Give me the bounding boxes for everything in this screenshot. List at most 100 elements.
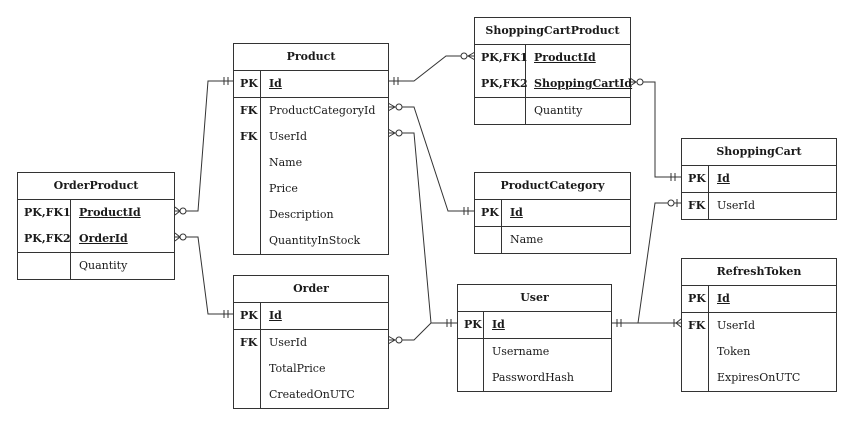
fields-section: Quantity bbox=[475, 98, 630, 124]
field-name: UserId bbox=[269, 130, 308, 143]
attribute-row[interactable]: FK UserId bbox=[234, 330, 388, 356]
rel-user-refreshtoken bbox=[611, 318, 682, 328]
attribute-row[interactable]: PK,FK1 ProductId bbox=[18, 200, 174, 226]
field-name: Quantity bbox=[79, 259, 128, 272]
field-name: Id bbox=[492, 318, 505, 331]
rel-productcategory-product bbox=[387, 102, 474, 215]
attribute-row[interactable]: Username bbox=[458, 339, 611, 365]
key-label bbox=[234, 228, 261, 254]
attribute-row[interactable]: Name bbox=[234, 150, 388, 176]
fields-section: Username PasswordHash bbox=[458, 339, 611, 391]
attribute-row[interactable]: PK,FK1 ProductId bbox=[475, 45, 630, 71]
field-name: ProductId bbox=[534, 51, 596, 64]
key-label: FK bbox=[234, 330, 261, 356]
attribute-row[interactable]: Quantity bbox=[18, 253, 174, 279]
fields-section: FK UserId Token ExpiresOnUTC bbox=[682, 313, 836, 391]
rel-order-orderproduct bbox=[174, 232, 234, 318]
key-label: PK,FK2 bbox=[475, 71, 528, 97]
field-name: Name bbox=[269, 156, 303, 169]
key-label: PK,FK1 bbox=[475, 45, 528, 71]
attribute-row[interactable]: FK UserId bbox=[682, 313, 836, 339]
field-name: ExpiresOnUTC bbox=[717, 371, 801, 384]
key-label bbox=[234, 202, 261, 228]
field-name: Price bbox=[269, 182, 298, 195]
key-label bbox=[475, 98, 526, 124]
key-label: PK bbox=[234, 71, 261, 97]
fields-section: FK UserId TotalPrice CreatedOnUTC bbox=[234, 330, 388, 408]
attribute-row[interactable]: PK Id bbox=[475, 200, 630, 226]
pk-section: PK Id bbox=[234, 71, 388, 98]
key-label: PK,FK1 bbox=[18, 200, 71, 226]
field-name: OrderId bbox=[79, 232, 128, 245]
attribute-row[interactable]: TotalPrice bbox=[234, 356, 388, 382]
field-name: ProductId bbox=[79, 206, 141, 219]
attribute-row[interactable]: PasswordHash bbox=[458, 365, 611, 391]
key-label bbox=[682, 365, 709, 391]
attribute-row[interactable]: Quantity bbox=[475, 98, 630, 124]
field-name: UserId bbox=[717, 319, 756, 332]
attribute-row[interactable]: FK UserId bbox=[682, 193, 836, 219]
entity-title: Order bbox=[234, 276, 388, 303]
key-label: FK bbox=[234, 98, 261, 124]
attribute-row[interactable]: QuantityInStock bbox=[234, 228, 388, 254]
field-name: QuantityInStock bbox=[269, 234, 361, 247]
key-label bbox=[475, 227, 502, 253]
fields-section: Quantity bbox=[18, 253, 174, 279]
key-label bbox=[458, 365, 484, 391]
attribute-row[interactable]: Description bbox=[234, 202, 388, 228]
entity-productcategory[interactable]: ProductCategory PK Id Name bbox=[474, 172, 631, 254]
key-label bbox=[18, 253, 71, 279]
field-name: UserId bbox=[717, 199, 756, 212]
key-label: PK bbox=[682, 286, 709, 312]
attribute-row[interactable]: PK Id bbox=[234, 71, 388, 97]
rel-shoppingcart-shoppingcartproduct bbox=[629, 77, 681, 181]
attribute-row[interactable]: Price bbox=[234, 176, 388, 202]
attribute-row[interactable]: CreatedOnUTC bbox=[234, 382, 388, 408]
field-name: Description bbox=[269, 208, 334, 221]
field-name: Token bbox=[717, 345, 751, 358]
fields-section: Name bbox=[475, 227, 630, 253]
key-label: PK bbox=[458, 312, 484, 338]
field-name: Name bbox=[510, 233, 544, 246]
field-name: Id bbox=[510, 206, 523, 219]
key-label bbox=[234, 150, 261, 176]
field-name: TotalPrice bbox=[269, 362, 326, 375]
attribute-row[interactable]: PK Id bbox=[458, 312, 611, 338]
pk-section: PK,FK1 ProductId PK,FK2 OrderId bbox=[18, 200, 174, 253]
attribute-row[interactable]: Token bbox=[682, 339, 836, 365]
key-label: PK,FK2 bbox=[18, 226, 71, 252]
key-label: PK bbox=[475, 200, 502, 226]
rel-product-shoppingcartproduct bbox=[388, 51, 476, 85]
pk-section: PK Id bbox=[458, 312, 611, 339]
entity-title: Product bbox=[234, 44, 388, 71]
entity-title: RefreshToken bbox=[682, 259, 836, 286]
field-name: PasswordHash bbox=[492, 371, 574, 384]
field-name: UserId bbox=[269, 336, 308, 349]
attribute-row[interactable]: Name bbox=[475, 227, 630, 253]
key-label: FK bbox=[682, 313, 709, 339]
key-label: FK bbox=[682, 193, 709, 219]
key-label bbox=[234, 356, 261, 382]
attribute-row[interactable]: ExpiresOnUTC bbox=[682, 365, 836, 391]
attribute-row[interactable]: PK,FK2 OrderId bbox=[18, 226, 174, 252]
key-label bbox=[682, 339, 709, 365]
field-name: Id bbox=[269, 77, 282, 90]
entity-title: ProductCategory bbox=[475, 173, 630, 200]
